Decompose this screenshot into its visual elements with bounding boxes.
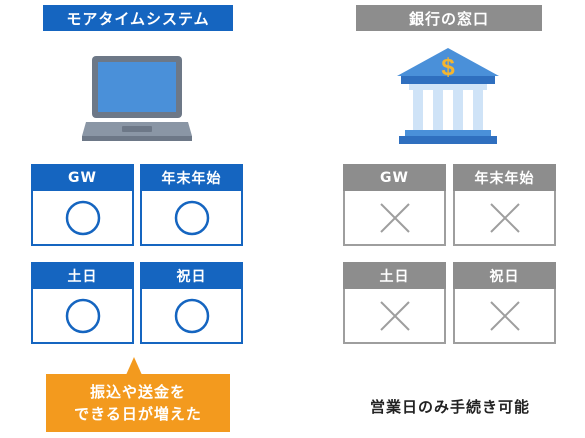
card-newyear-ng: 年末年始 <box>453 164 556 246</box>
card-label: 土日 <box>343 262 446 289</box>
bank-icon: $ <box>397 48 499 144</box>
card-holiday-ok: 祝日 <box>140 262 243 344</box>
card-label: GW <box>343 164 446 191</box>
moretime-system-header: モアタイムシステム <box>43 5 233 31</box>
circle-icon <box>65 298 100 333</box>
card-weekend-ok: 土日 <box>31 262 134 344</box>
bank-counter-header: 銀行の窓口 <box>356 5 542 31</box>
callout-line-2: できる日が増えた <box>74 405 202 423</box>
cross-icon <box>489 202 520 233</box>
circle-icon <box>174 298 209 333</box>
cross-icon <box>379 202 410 233</box>
circle-icon <box>65 200 100 235</box>
card-gw-ok: GW <box>31 164 134 246</box>
callout-tail <box>126 357 142 375</box>
circle-icon <box>174 200 209 235</box>
card-weekend-ng: 土日 <box>343 262 446 344</box>
card-label: 祝日 <box>453 262 556 289</box>
cross-icon <box>379 300 410 331</box>
laptop-icon <box>82 56 192 141</box>
callout-box: 振込や送金を できる日が増えた <box>46 374 230 432</box>
card-gw-ng: GW <box>343 164 446 246</box>
business-days-note: 営業日のみ手続き可能 <box>369 398 530 416</box>
card-label: GW <box>31 164 134 191</box>
callout-line-1: 振込や送金を <box>89 383 186 401</box>
card-label: 土日 <box>31 262 134 289</box>
card-newyear-ok: 年末年始 <box>140 164 243 246</box>
card-label: 年末年始 <box>140 164 243 191</box>
card-label: 祝日 <box>140 262 243 289</box>
cross-icon <box>489 300 520 331</box>
card-label: 年末年始 <box>453 164 556 191</box>
svg-text:$: $ <box>441 54 455 81</box>
card-holiday-ng: 祝日 <box>453 262 556 344</box>
